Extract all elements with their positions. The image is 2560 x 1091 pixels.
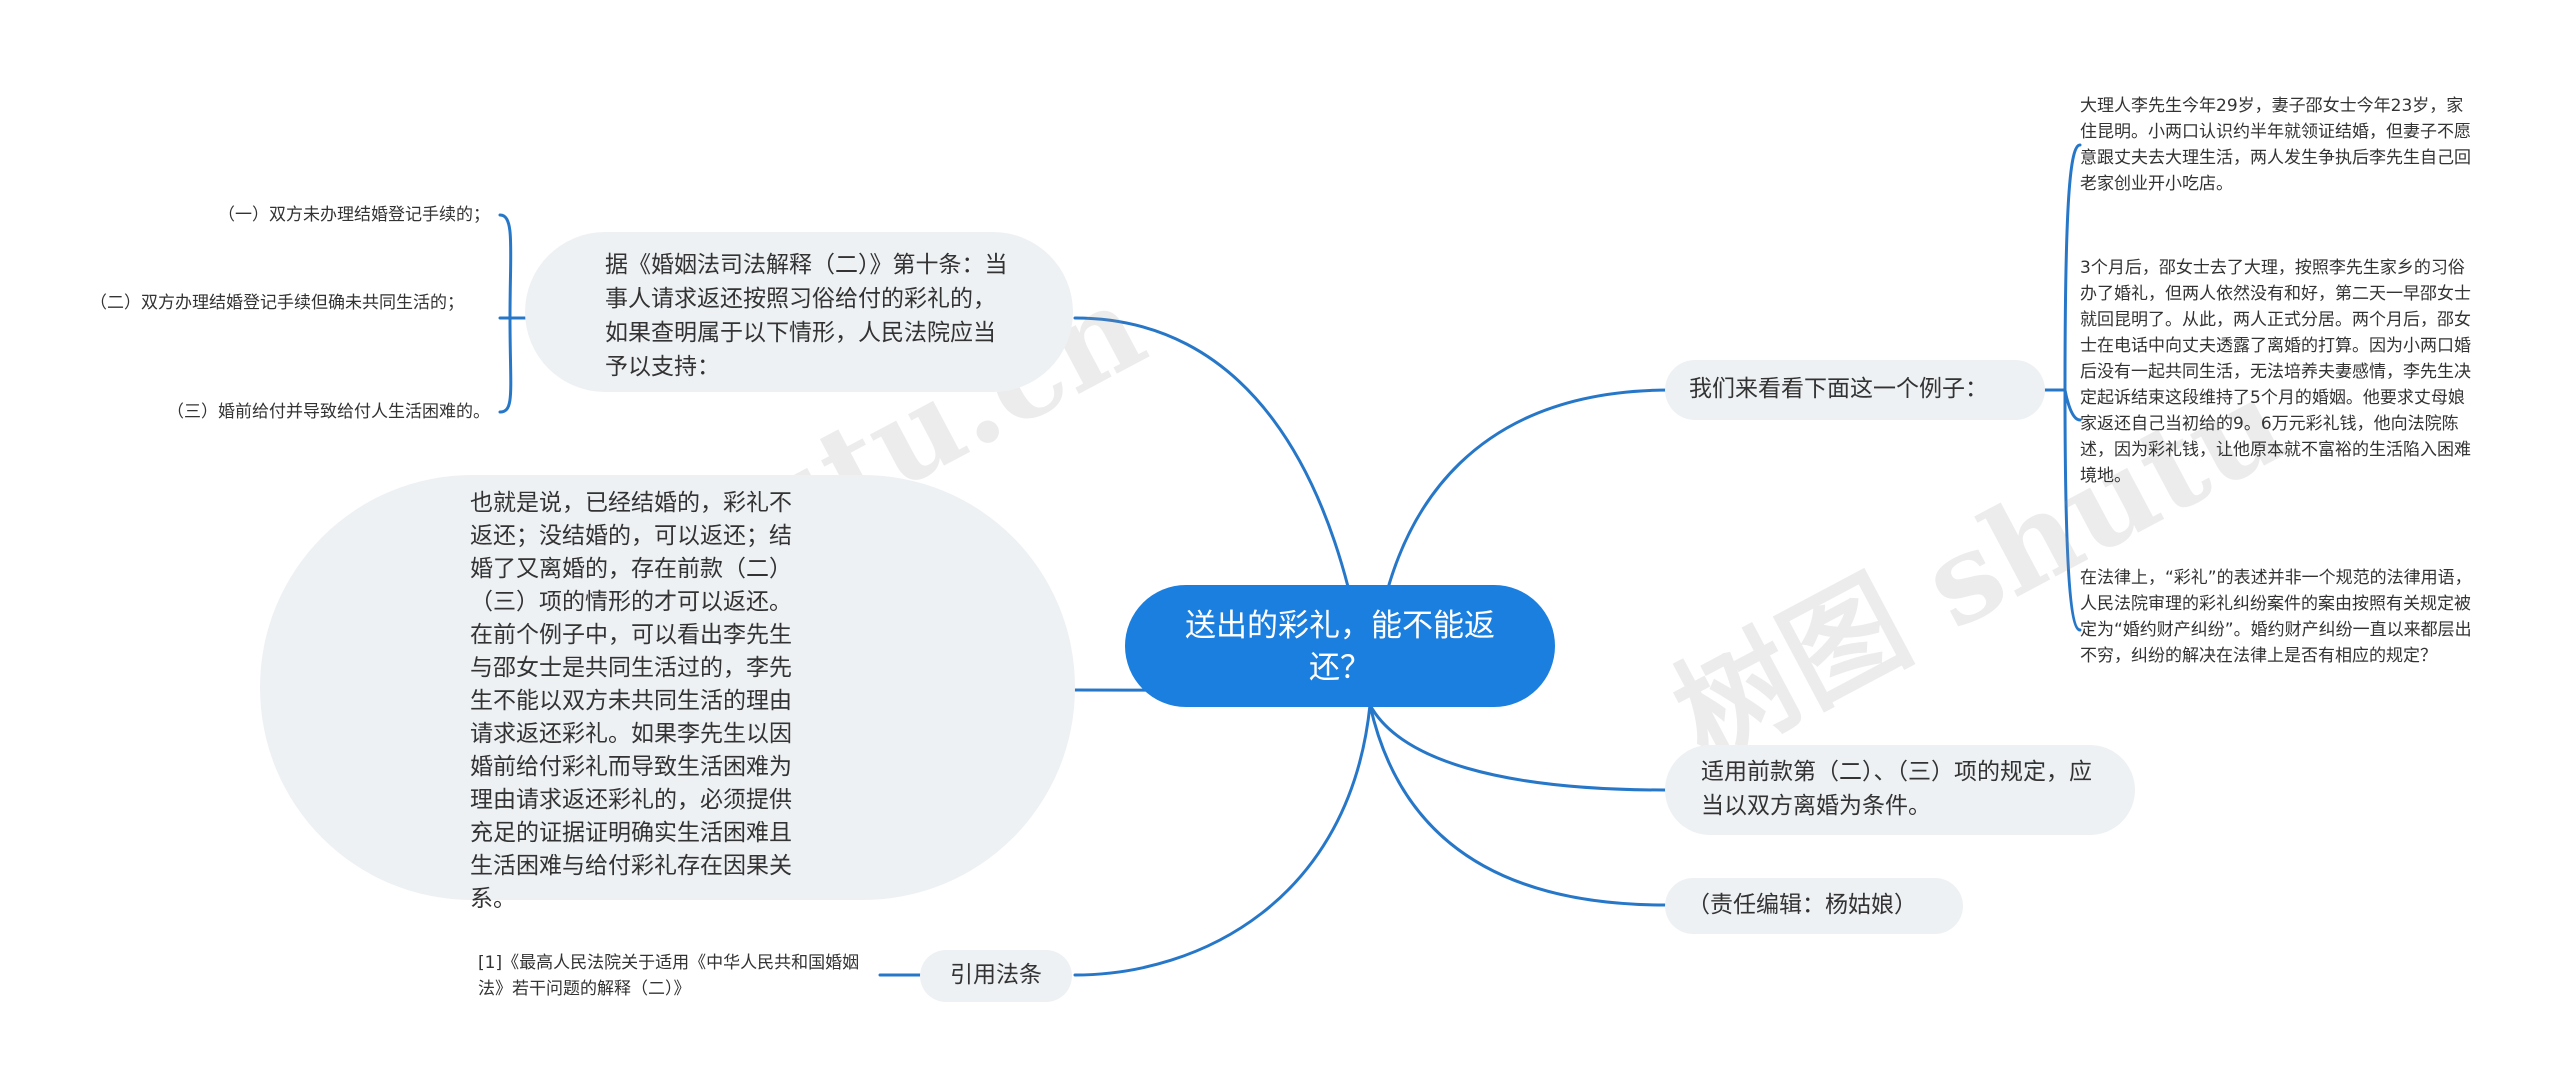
link-example-leaf-2	[2063, 388, 2082, 422]
condition-node[interactable]: 适用前款第（二）、（三）项的规定，应当以双方离婚为条件。	[1665, 745, 2135, 835]
example-leaf-2[interactable]: 3个月后，邵女士去了大理，按照李先生家乡的习俗办了婚礼，但两人依然没有和好，第二…	[2080, 258, 2471, 486]
analysis-node[interactable]: 也就是说，已经结婚的，彩礼不返还；没结婚的，可以返还；结婚了又离婚的，存在前款（…	[260, 475, 1075, 912]
link-law-leaf-1	[498, 213, 513, 320]
example-leaf-1[interactable]: 大理人李先生今年29岁，妻子邵女士今年23岁，家住昆明。小两口认识约半年就领证结…	[2080, 96, 2471, 194]
link-example-leaf-3	[2063, 388, 2082, 632]
law-leaf-3[interactable]: （三）婚前给付并导致给付人生活困难的。	[167, 402, 490, 422]
example-node[interactable]: 我们来看看下面这一个例子：	[1665, 360, 2045, 420]
citation-leaf[interactable]: [1]《最高人民法院关于适用《中华人民共和国婚姻法》若干问题的解释（二）》	[478, 953, 860, 999]
link-root-citation	[1073, 703, 1372, 977]
editor-node[interactable]: （责任编辑：杨姑娘）	[1665, 878, 1963, 934]
link-law-leaf-3	[498, 316, 513, 414]
citation-node[interactable]: 引用法条	[920, 950, 1072, 1002]
link-root-editor	[1368, 703, 1667, 907]
law-leaf-2[interactable]: （二）双方办理结婚登记手续但确未共同生活的；	[90, 293, 464, 313]
example-leaf-3[interactable]: 在法律上，“彩礼”的表述并非一个规范的法律用语，人民法院审理的彩礼纠纷案件的案由…	[2080, 568, 2472, 666]
law-node[interactable]: 据《婚姻法司法解释（二）》第十条：当事人请求返还按照习俗给付的彩礼的，如果查明属…	[525, 232, 1073, 392]
link-example-leaf-1	[2063, 143, 2082, 392]
link-root-condition	[1368, 703, 1667, 792]
root-node[interactable]: 送出的彩礼，能不能返还？	[1125, 585, 1555, 707]
law-leaf-1[interactable]: （一）双方未办理结婚登记手续的；	[218, 205, 490, 225]
